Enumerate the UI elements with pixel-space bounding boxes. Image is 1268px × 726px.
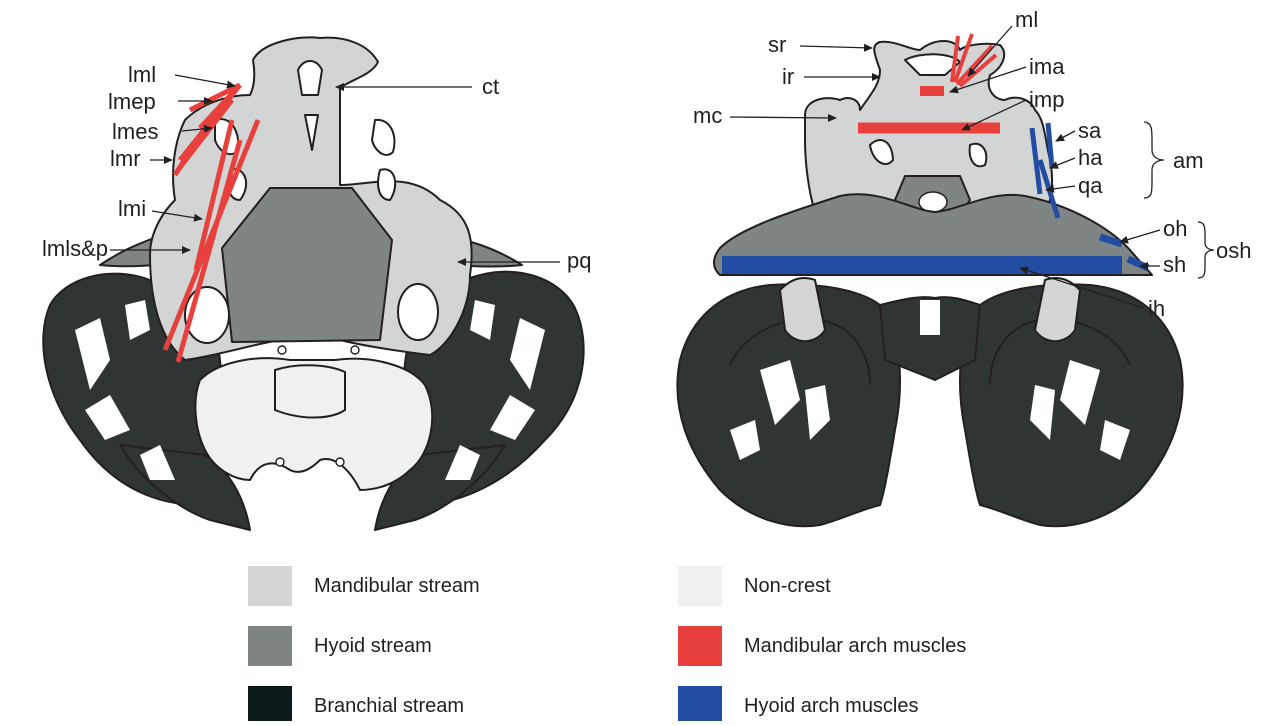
legend-swatch-mandibular-stream: [248, 566, 292, 606]
osh-bracket: [1198, 222, 1214, 278]
legend-label-non-crest: Non-crest: [744, 575, 831, 597]
legend-label-mandibular-stream: Mandibular stream: [314, 575, 480, 597]
label-lmi: lmi: [118, 196, 146, 221]
label-lmr: lmr: [110, 146, 141, 171]
label-mc: mc: [693, 103, 722, 128]
label-ir: ir: [782, 64, 794, 89]
label-pq: pq: [567, 248, 591, 273]
legend-swatch-hyoid-arch-muscles: [678, 686, 722, 721]
am-bracket: [1144, 122, 1164, 198]
legend-label-branchial-stream: Branchial stream: [314, 695, 464, 717]
label-sr: sr: [768, 32, 786, 57]
label-lmls-p: lmls&p: [42, 236, 108, 261]
label-sh: sh: [1163, 252, 1186, 277]
legend-swatch-hyoid-stream: [248, 626, 292, 666]
legend-label-hyoid-stream: Hyoid stream: [314, 635, 432, 657]
label-sa: sa: [1078, 118, 1102, 143]
left-skull-diagram: lml lmep lmes lmr lmi lmls&p ct pq: [42, 37, 591, 530]
legend-swatch-non-crest: [678, 566, 722, 606]
label-am: am: [1173, 148, 1204, 173]
label-lmep: lmep: [108, 89, 156, 114]
label-ima: ima: [1029, 54, 1065, 79]
label-oh: oh: [1163, 216, 1187, 241]
label-ha: ha: [1078, 145, 1103, 170]
label-imp: imp: [1029, 87, 1064, 112]
label-ih: ih: [1148, 296, 1165, 321]
label-lmes: lmes: [112, 119, 158, 144]
legend: Mandibular stream Non-crest Hyoid stream…: [248, 566, 966, 721]
label-ml: ml: [1015, 7, 1038, 32]
left-non-crest-inner: [275, 365, 345, 417]
label-lml: lml: [128, 62, 156, 87]
legend-swatch-branchial-stream: [248, 686, 292, 721]
legend-swatch-mandibular-arch-muscles: [678, 626, 722, 666]
right-skull-diagram: sr ml ir ima imp mc sa ha qa am oh sh: [677, 7, 1251, 526]
legend-label-mandibular-arch-muscles: Mandibular arch muscles: [744, 635, 966, 657]
label-ct: ct: [482, 74, 499, 99]
legend-label-hyoid-arch-muscles: Hyoid arch muscles: [744, 695, 919, 717]
label-qa: qa: [1078, 173, 1103, 198]
label-osh: osh: [1216, 238, 1251, 263]
